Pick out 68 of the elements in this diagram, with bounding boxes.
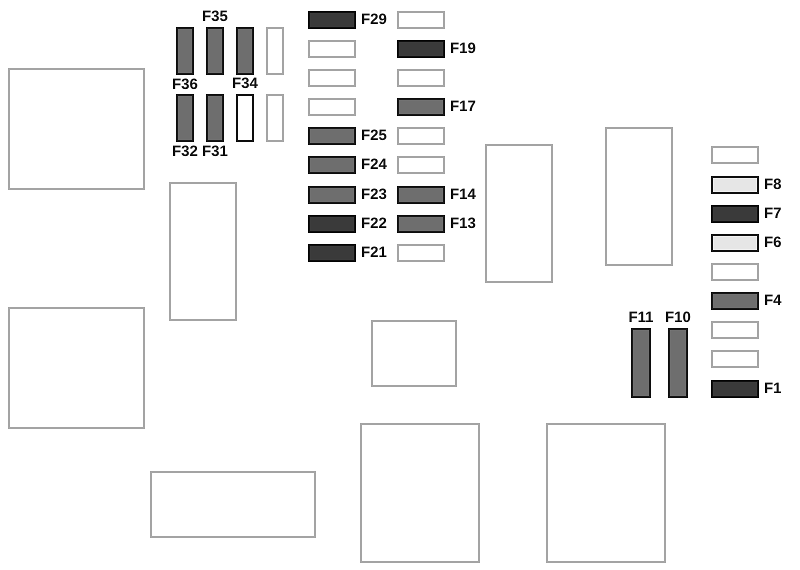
fuse	[308, 244, 356, 262]
fuse	[308, 186, 356, 204]
fuse	[711, 234, 759, 252]
fuse-label: F21	[361, 245, 387, 261]
relay-slot	[360, 423, 480, 563]
empty-fuse-slot	[397, 69, 445, 87]
fuse-label: F1	[764, 381, 782, 397]
fuse-label: F22	[361, 216, 387, 232]
empty-fuse-slot	[397, 11, 445, 29]
fuse	[206, 94, 224, 142]
fuse	[711, 176, 759, 194]
fuse-label: F34	[232, 76, 258, 92]
relay-slot	[371, 320, 457, 387]
fuse	[236, 94, 254, 142]
fuse	[711, 292, 759, 310]
fuse-label: F24	[361, 157, 387, 173]
fuse	[236, 27, 254, 75]
empty-fuse-slot	[397, 156, 445, 174]
empty-fuse-slot	[711, 321, 759, 339]
relay-slot	[485, 144, 553, 283]
fuse	[711, 380, 759, 398]
fuse-label: F23	[361, 187, 387, 203]
fuse-label: F31	[202, 144, 228, 160]
fuse-label: F4	[764, 293, 782, 309]
fuse-label: F17	[450, 99, 476, 115]
empty-fuse-slot	[308, 69, 356, 87]
fuse-label: F7	[764, 206, 782, 222]
relay-slot	[546, 423, 666, 563]
fuse-label: F6	[764, 235, 782, 251]
fuse-label: F11	[628, 310, 654, 326]
fuse	[176, 94, 194, 142]
fuse	[308, 11, 356, 29]
empty-fuse-slot	[397, 244, 445, 262]
fuse-label: F29	[361, 12, 387, 28]
empty-fuse-slot	[397, 127, 445, 145]
fuse	[397, 186, 445, 204]
relay-slot	[605, 127, 673, 266]
fuse	[308, 215, 356, 233]
fuse	[308, 127, 356, 145]
fuse	[308, 156, 356, 174]
fuse	[397, 98, 445, 116]
fuse	[711, 205, 759, 223]
relay-slot	[150, 471, 316, 538]
relay-slot	[169, 182, 237, 321]
empty-fuse-slot	[711, 350, 759, 368]
fuse	[206, 27, 224, 75]
fuse-label: F10	[665, 310, 691, 326]
empty-fuse-slot	[711, 263, 759, 281]
fuse	[668, 328, 688, 398]
fuse-label: F32	[172, 144, 198, 160]
fuse-label: F35	[202, 9, 228, 25]
fuse-label: F13	[450, 216, 476, 232]
fuse	[397, 40, 445, 58]
empty-fuse-slot	[266, 94, 284, 142]
empty-fuse-slot	[266, 27, 284, 75]
fuse	[176, 27, 194, 75]
fuse-label: F36	[172, 77, 198, 93]
fuse	[631, 328, 651, 398]
fuse-label: F25	[361, 128, 387, 144]
fuse-label: F8	[764, 177, 782, 193]
fuse-label: F14	[450, 187, 476, 203]
relay-slot	[8, 68, 145, 190]
empty-fuse-slot	[308, 98, 356, 116]
empty-fuse-slot	[711, 146, 759, 164]
fuse-label: F19	[450, 41, 476, 57]
fuse	[397, 215, 445, 233]
empty-fuse-slot	[308, 40, 356, 58]
relay-slot	[8, 307, 145, 429]
